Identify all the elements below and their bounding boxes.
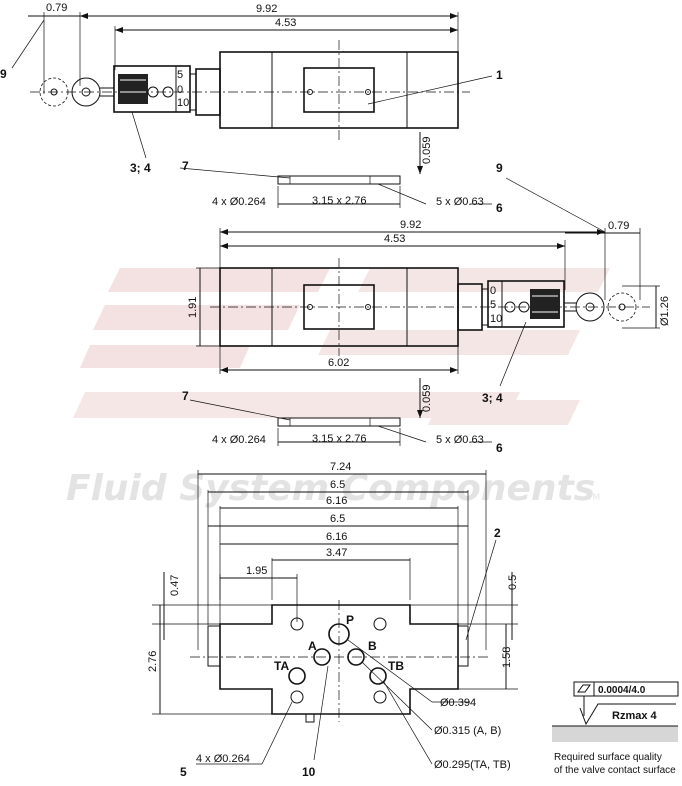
port-tb [369, 667, 387, 685]
dim-overall-label: 9.92 [256, 3, 277, 15]
watermark-trademark: TM [586, 493, 600, 503]
locating-pin [305, 713, 315, 723]
dim-screw-holes-mid: 4 x Ø0.264 [212, 434, 266, 446]
dim-overall-mid: 9.92 [400, 219, 421, 231]
watermark: Fluid System Components TM [66, 268, 610, 509]
callout-9-mid: 9 [496, 161, 503, 175]
dim-base-length-mid: 6.02 [328, 357, 349, 369]
lock-key-top [39, 77, 114, 107]
label-port-ta: TA [274, 659, 289, 673]
mounting-hole-3 [290, 690, 304, 704]
label-port-b: B [368, 639, 377, 653]
dim-handle-offset-label: 0.79 [46, 2, 67, 14]
scale-mark-5-mid: 5 [490, 299, 496, 311]
dim-0-47: 0.47 [169, 575, 181, 596]
dim-ports-t: Ø0.295(TA, TB) [434, 759, 511, 771]
dim-1-58: 1.58 [501, 647, 513, 668]
callout-10: 10 [302, 765, 316, 779]
dim-handle-offset-mid: 0.79 [608, 220, 629, 232]
mounting-hole-2 [373, 617, 387, 631]
right-boss [457, 625, 469, 667]
dim-2-76: 2.76 [147, 651, 159, 672]
port-ta [288, 667, 306, 685]
horizontal-dimensions: 7.24 6.5 6.16 6.5 6.16 3.47 1.95 [197, 461, 487, 650]
surface-quality-note: 0.0004/4.0 Rzmax 4 Required surface qual… [552, 681, 679, 776]
scale-mark-0-mid: 0 [490, 285, 496, 297]
dim-overall-top: 9.92 [79, 3, 459, 86]
scale-mark-0: 0 [177, 84, 183, 96]
mounting-hole-4 [373, 690, 387, 704]
adjustment-knob-top: 5 0 10 [113, 65, 221, 116]
dim-7-24: 7.24 [330, 461, 351, 473]
dim-hole-spacing-mid: 3.15 x 2.76 [312, 433, 366, 445]
flatness-frame [573, 681, 679, 697]
dim-orings-top: 5 x Ø0.63 [436, 196, 484, 208]
callout-3-4-mid: 3; 4 [482, 391, 503, 405]
left-boss [207, 625, 221, 667]
vertical-dimensions: 0.47 2.76 0.5 1.58 [147, 572, 519, 715]
dim-body-mid: 4.53 [384, 233, 405, 245]
port-a [313, 648, 331, 666]
dim-6-16-a: 6.16 [326, 495, 347, 507]
flatness-tolerance: 0.0004/4.0 [598, 685, 646, 696]
adjustment-knob-mid: 0 5 10 [457, 280, 565, 331]
dim-orings-mid: 5 x Ø0.63 [436, 434, 484, 446]
flatness-symbol [577, 684, 591, 693]
scale-mark-10: 10 [177, 97, 189, 109]
dim-6-5-b: 6.5 [330, 513, 345, 525]
dim-ports-ab: Ø0.315 (A, B) [434, 725, 501, 737]
port-p [328, 623, 350, 645]
dim-handle-offset-top: 0.79 [28, 2, 80, 94]
dim-screw-holes-top: 4 x Ø0.264 [212, 196, 266, 208]
dim-plate-thickness-mid: 0.059 [421, 384, 433, 412]
fsc-logo [73, 268, 610, 425]
callout-2: 2 [494, 526, 501, 540]
sandwich-plate-mid [277, 417, 401, 427]
dim-screw-holes-bottom: 4 x Ø0.264 [196, 753, 250, 765]
top-view: 9.92 4.53 0.79 [0, 2, 503, 215]
callout-7-top: 7 [182, 159, 189, 173]
dim-body-top: 4.53 [114, 17, 458, 70]
dim-height-mid: 1.91 [187, 297, 199, 318]
callout-1: 1 [496, 68, 503, 82]
watermark-text: Fluid System Components [66, 468, 595, 509]
callout-9-top: 9 [0, 67, 7, 81]
scale-mark-10-mid: 10 [490, 313, 502, 325]
dim-plate-thickness-top: 0.059 [421, 136, 433, 164]
surface-caption-1: Required surface quality [554, 752, 662, 763]
label-port-p: P [346, 613, 354, 627]
port-b [347, 648, 365, 666]
dim-1-95: 1.95 [246, 565, 267, 577]
contact-surface [552, 726, 678, 742]
callout-3-4-top: 3; 4 [130, 161, 151, 175]
dim-6-16-b: 6.16 [326, 531, 347, 543]
middle-view: 9.92 4.53 0.79 1.91 6.02 [182, 161, 671, 455]
callout-5: 5 [180, 765, 187, 779]
roughness-value: Rzmax 4 [612, 710, 658, 722]
dim-port-p: Ø0.394 [440, 697, 476, 709]
dim-0-5: 0.5 [507, 575, 519, 590]
dim-body-label: 4.53 [275, 17, 296, 29]
bottom-view: 7.24 6.5 6.16 6.5 6.16 3.47 1.95 [147, 461, 519, 779]
callout-6-top: 6 [496, 201, 503, 215]
lock-key-mid [564, 292, 637, 322]
dim-3-47: 3.47 [326, 547, 347, 559]
sandwich-plate-top [277, 175, 401, 185]
scale-mark-5: 5 [177, 69, 183, 81]
label-port-tb: TB [388, 659, 404, 673]
dim-knob-diameter-mid: Ø1.26 [659, 296, 671, 326]
mounting-hole-1 [290, 617, 304, 631]
callout-6-mid: 6 [496, 441, 503, 455]
dim-6-5-a: 6.5 [330, 479, 345, 491]
label-port-a: A [308, 639, 317, 653]
dim-hole-spacing-top: 3.15 x 2.76 [312, 195, 366, 207]
surface-caption-2: of the valve contact surface [554, 765, 676, 776]
callout-7-mid: 7 [182, 389, 189, 403]
roughness-symbol [579, 703, 676, 726]
valve-body-bottom [219, 604, 459, 715]
